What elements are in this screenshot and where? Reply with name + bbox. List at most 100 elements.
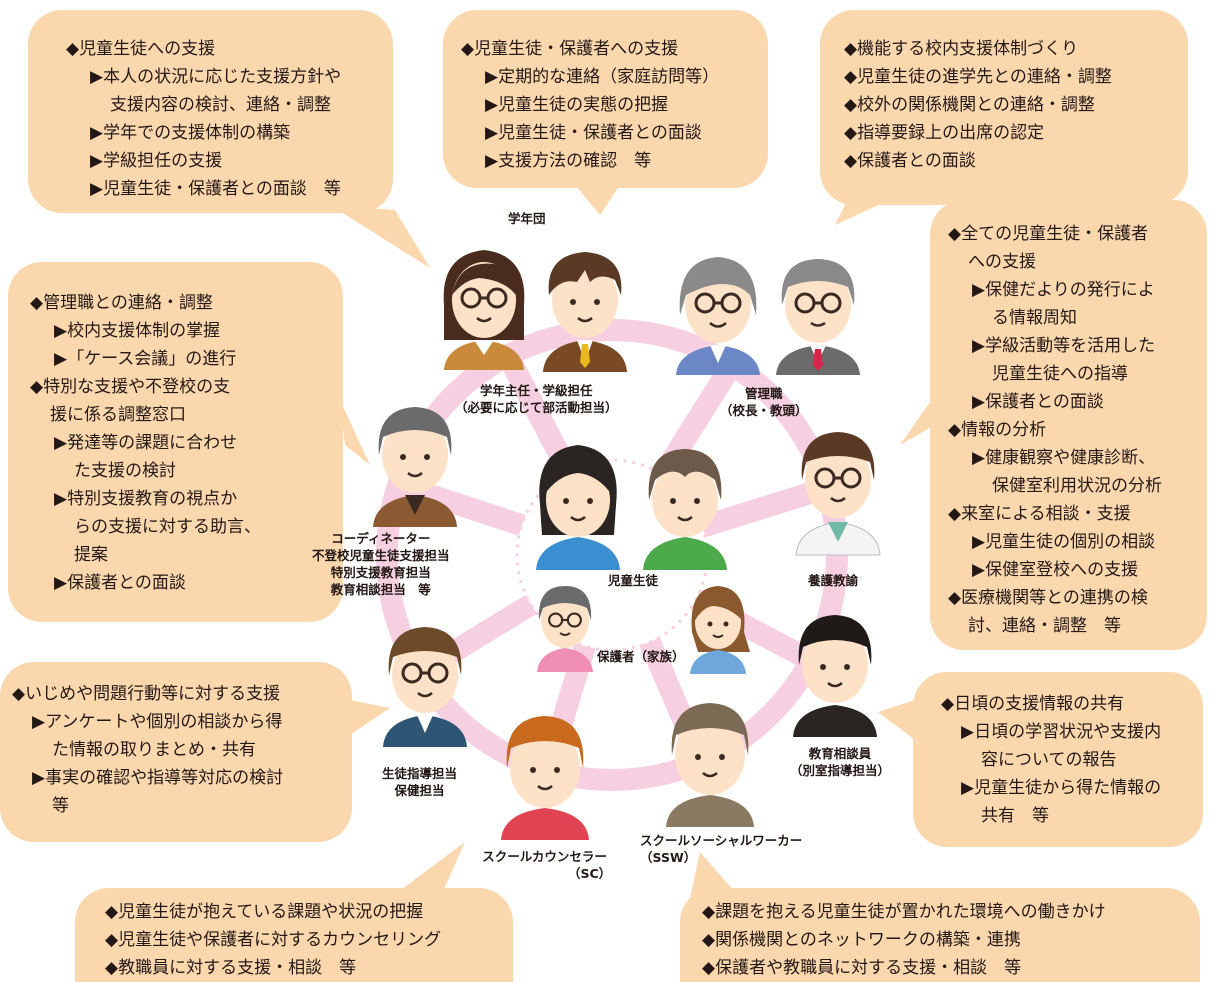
bubble-tail-left xyxy=(340,400,370,465)
label-line: 学年主任・学級担任 xyxy=(480,383,593,398)
bubble-line: ▶保護者との面談 xyxy=(972,392,1104,412)
bubble-line: ▶本人の状況に応じた支援方針や xyxy=(90,67,342,87)
bubble-line: ▶事実の確認や指導等対応の検討 xyxy=(32,768,284,788)
label-homeroom-teacher: 学年主任・学級担任 （必要に応じて部活動担当） xyxy=(455,382,618,416)
label-coordinator: コーディネーター 不登校児童生徒支援担当 特別支援教育担当 教育相談担当 等 xyxy=(312,530,450,598)
principal-icon xyxy=(676,257,760,375)
teacher-male-icon xyxy=(543,252,627,372)
speech-bubble-guidance: ◆いじめや問題行動等に対する支援 ▶アンケートや個別の相談から得 た情報の取りま… xyxy=(0,662,352,842)
bubble-line: ▶保護者との面談 xyxy=(54,573,186,593)
bubble-line: ▶アンケートや個別の相談から得 xyxy=(32,712,283,732)
bubble-line: ◆関係機関とのネットワークの構築・連携 xyxy=(702,930,1021,950)
bubble-line: ◆児童生徒が抱えている課題や状況の把握 xyxy=(105,902,424,922)
bubble-line: ▶学年での支援体制の構築 xyxy=(90,123,291,143)
speech-bubble-homeroom: ◆児童生徒・保護者への支援 ▶定期的な連絡（家庭訪問等） ▶児童生徒の実態の把握… xyxy=(443,10,768,188)
label-line: 特別支援教育担当 xyxy=(330,565,431,580)
label-line: （必要に応じて部活動担当） xyxy=(455,400,618,415)
bubble-line: ◆いじめや問題行動等に対する支援 xyxy=(12,684,281,704)
bubble-line: ◆日頃の支援情報の共有 xyxy=(941,694,1125,714)
teacher-female-icon xyxy=(443,250,525,370)
label-school-counselor: スクールカウンセラー （SC） xyxy=(478,848,611,882)
bubble-line: ▶発達等の課題に合わせ xyxy=(54,433,238,453)
bubble-line: 提案 xyxy=(74,545,108,565)
label-line: 教育相談員 xyxy=(808,746,872,761)
bubble-line: ▶健康観察や健康診断、 xyxy=(972,448,1156,468)
bubble-line: ▶学級活動等を活用した xyxy=(972,336,1156,356)
school-nurse-icon xyxy=(795,432,881,556)
bubble-tail-top-center xyxy=(575,185,620,215)
speech-bubble-grade-team: ◆児童生徒への支援 ▶本人の状況に応じた支援方針や 支援内容の検討、連絡・調整 … xyxy=(28,10,393,213)
label-line: 生徒指導担当 xyxy=(382,766,458,781)
bubble-line: 支援内容の検討、連絡・調整 xyxy=(110,95,331,115)
bubble-line: 保健室利用状況の分析 xyxy=(992,476,1162,496)
bubble-line: ◆保護者や教職員に対する支援・相談 等 xyxy=(702,958,1022,978)
school-counselor-icon xyxy=(501,716,589,840)
bubble-line: ◆児童生徒・保護者への支援 xyxy=(461,39,679,59)
bubble-line: 共有 等 xyxy=(981,806,1049,826)
guidance-teacher-icon xyxy=(383,627,467,747)
label-education-counselor: 教育相談員 （別室指導担当） xyxy=(790,745,890,779)
label-line: スクールカウンセラー xyxy=(482,849,607,864)
label-line: 管理職 xyxy=(745,386,783,401)
bubble-line: らの支援に対する助言、 xyxy=(74,517,261,537)
bubble-tail-mid-left xyxy=(350,700,390,735)
bubble-line: ◆児童生徒への支援 xyxy=(66,39,216,59)
bubble-line: ▶児童生徒・保護者との面談 xyxy=(485,123,702,143)
parent-female-icon xyxy=(690,586,750,674)
bubble-line: ▶特別支援教育の視点か xyxy=(54,489,238,509)
label-line: （SSW） xyxy=(640,850,697,865)
bubble-line: 等 xyxy=(52,796,69,816)
label-line: （SC） xyxy=(568,866,612,881)
school-social-worker-icon xyxy=(666,703,754,827)
label-line: スクールソーシャルワーカー xyxy=(640,833,803,848)
bubble-line: ◆教職員に対する支援・相談 等 xyxy=(105,958,357,978)
student-boy-icon xyxy=(643,449,727,570)
bubble-line: ▶児童生徒の実態の把握 xyxy=(485,95,669,115)
bubble-line: ▶定期的な連絡（家庭訪問等） xyxy=(485,67,720,87)
bubble-line: ◆児童生徒や保護者に対するカウンセリング xyxy=(105,930,442,950)
label-parents: 保護者（家族） xyxy=(597,649,685,664)
bubble-line: 援に係る調整窓口 xyxy=(50,405,186,425)
speech-bubble-management: ◆機能する校内支援体制づくり ◆児童生徒の進学先との連絡・調整 ◆校外の関係機関… xyxy=(820,10,1188,205)
bubble-line: ◆管理職との連絡・調整 xyxy=(30,293,213,313)
vice-principal-icon xyxy=(776,259,860,375)
bubble-line: ▶支援方法の確認 等 xyxy=(485,151,652,171)
bubble-line: 討、連絡・調整 等 xyxy=(968,616,1121,636)
bubble-line: ◆医療機関等との連携の検 xyxy=(948,588,1148,608)
bubble-tail-bottom-left xyxy=(390,842,465,898)
speech-bubble-school-nurse: ◆全ての児童生徒・保護者 への支援 ▶保健だよりの発行によ る情報周知 ▶学級活… xyxy=(930,200,1207,650)
bubble-line: への支援 xyxy=(968,252,1036,272)
bubble-line: ▶「ケース会議」の進行 xyxy=(54,349,237,369)
bubble-line: 児童生徒への指導 xyxy=(992,364,1128,384)
parent-male-icon xyxy=(537,586,593,672)
bubble-line: ▶校内支援体制の掌握 xyxy=(54,321,221,341)
bubble-line: ▶児童生徒の個別の相談 xyxy=(972,532,1156,552)
bubble-tail-top-left xyxy=(330,205,430,268)
label-line: （別室指導担当） xyxy=(790,763,891,778)
label-line: 教育相談担当 等 xyxy=(330,582,431,597)
bubble-line: ▶児童生徒から得た情報の xyxy=(961,778,1162,798)
bubble-line: ◆特別な支援や不登校の支 xyxy=(30,377,231,397)
label-line: 保健担当 xyxy=(394,783,445,798)
bubble-tail-right xyxy=(900,395,935,445)
speech-bubble-social-worker: ◆課題を抱える児童生徒が置かれた環境への働きかけ ◆関係機関とのネットワークの構… xyxy=(680,888,1200,982)
label-school-social-worker: スクールソーシャルワーカー （SSW） xyxy=(640,832,802,866)
speech-bubble-coordinator: ◆管理職との連絡・調整 ▶校内支援体制の掌握 ▶「ケース会議」の進行 ◆特別な支… xyxy=(8,262,343,622)
bubble-line: ◆児童生徒の進学先との連絡・調整 xyxy=(844,67,1112,87)
bubble-line: ▶児童生徒・保護者との面談 等 xyxy=(90,179,341,199)
bubble-tail-mid-right xyxy=(878,700,915,740)
bubble-line: ◆課題を抱える児童生徒が置かれた環境への働きかけ xyxy=(702,902,1106,922)
bubble-line: ◆校外の関係機関との連絡・調整 xyxy=(844,95,1095,115)
bubble-line: ◆機能する校内支援体制づくり xyxy=(844,39,1079,59)
student-girl-icon xyxy=(536,445,620,570)
label-line: （校長・教頭） xyxy=(720,403,808,418)
label-management: 管理職 （校長・教頭） xyxy=(720,385,808,419)
bubble-line: た支援の検討 xyxy=(74,461,176,481)
bubble-line: 容についての報告 xyxy=(981,750,1117,770)
speech-bubble-school-counselor: ◆児童生徒が抱えている課題や状況の把握 ◆児童生徒や保護者に対するカウンセリング… xyxy=(75,888,513,982)
bubble-line: た情報の取りまとめ・共有 xyxy=(52,740,256,760)
bubble-line: ◆全ての児童生徒・保護者 xyxy=(948,224,1149,244)
bubble-line: ▶保健室登校への支援 xyxy=(972,560,1139,580)
bubble-line: ◆指導要録上の出席の認定 xyxy=(844,123,1045,143)
